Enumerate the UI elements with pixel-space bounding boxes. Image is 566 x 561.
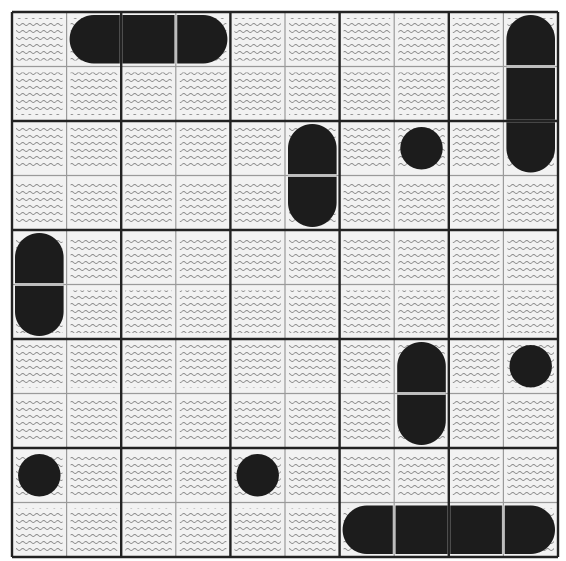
wave-texture xyxy=(180,509,227,552)
wave-texture xyxy=(71,73,118,116)
wave-texture xyxy=(71,509,118,552)
wave-texture xyxy=(16,18,63,61)
wave-texture xyxy=(16,400,63,443)
wave-texture xyxy=(71,291,118,334)
wave-texture xyxy=(71,345,118,388)
wave-texture xyxy=(453,345,500,388)
ship-body xyxy=(18,454,61,497)
wave-texture xyxy=(344,182,391,225)
wave-texture xyxy=(507,182,554,225)
wave-texture xyxy=(398,73,445,116)
wave-texture xyxy=(16,345,63,388)
wave-texture xyxy=(16,509,63,552)
wave-texture xyxy=(344,127,391,170)
wave-texture xyxy=(125,182,172,225)
wave-texture xyxy=(398,182,445,225)
wave-texture xyxy=(289,73,336,116)
wave-texture xyxy=(344,454,391,497)
wave-texture xyxy=(71,400,118,443)
wave-texture xyxy=(507,400,554,443)
wave-texture xyxy=(234,345,281,388)
wave-texture xyxy=(453,182,500,225)
wave-texture xyxy=(125,73,172,116)
wave-texture xyxy=(71,127,118,170)
wave-texture xyxy=(180,454,227,497)
wave-texture xyxy=(289,18,336,61)
wave-texture xyxy=(16,73,63,116)
wave-texture xyxy=(180,400,227,443)
wave-texture xyxy=(180,182,227,225)
wave-texture xyxy=(344,345,391,388)
wave-texture xyxy=(180,291,227,334)
ship-submarine xyxy=(18,454,61,497)
wave-texture xyxy=(344,291,391,334)
wave-texture xyxy=(453,400,500,443)
wave-texture xyxy=(125,236,172,279)
ship-body xyxy=(70,15,228,64)
ship-body xyxy=(400,127,443,170)
ship-vertical-3 xyxy=(506,15,555,173)
ship-body xyxy=(506,15,555,173)
wave-texture xyxy=(344,400,391,443)
wave-texture xyxy=(398,18,445,61)
wave-texture xyxy=(234,236,281,279)
wave-texture xyxy=(180,345,227,388)
wave-texture xyxy=(180,236,227,279)
wave-texture xyxy=(453,454,500,497)
wave-texture xyxy=(125,400,172,443)
wave-texture xyxy=(507,236,554,279)
wave-texture xyxy=(234,73,281,116)
wave-texture xyxy=(16,182,63,225)
ship-body xyxy=(509,345,552,388)
wave-texture xyxy=(16,127,63,170)
wave-texture xyxy=(234,509,281,552)
wave-texture xyxy=(453,236,500,279)
wave-texture xyxy=(234,18,281,61)
wave-texture xyxy=(398,291,445,334)
wave-texture xyxy=(398,236,445,279)
wave-texture xyxy=(180,73,227,116)
wave-texture xyxy=(507,291,554,334)
wave-texture xyxy=(180,127,227,170)
wave-texture xyxy=(507,454,554,497)
wave-texture xyxy=(289,400,336,443)
wave-texture xyxy=(125,345,172,388)
wave-texture xyxy=(71,236,118,279)
wave-texture xyxy=(234,127,281,170)
ship-submarine xyxy=(400,127,443,170)
wave-texture xyxy=(453,127,500,170)
wave-texture xyxy=(289,509,336,552)
wave-texture xyxy=(289,345,336,388)
wave-texture xyxy=(125,127,172,170)
wave-texture xyxy=(71,454,118,497)
wave-texture xyxy=(289,291,336,334)
wave-texture xyxy=(289,454,336,497)
wave-texture xyxy=(344,18,391,61)
wave-texture xyxy=(453,73,500,116)
wave-texture xyxy=(234,291,281,334)
wave-texture xyxy=(125,454,172,497)
wave-texture xyxy=(289,236,336,279)
ship-horizontal-3 xyxy=(70,15,228,64)
wave-texture xyxy=(234,182,281,225)
wave-texture xyxy=(125,509,172,552)
wave-texture xyxy=(125,291,172,334)
wave-texture xyxy=(71,182,118,225)
wave-texture xyxy=(344,73,391,116)
ship-vertical-2 xyxy=(15,233,64,336)
wave-texture xyxy=(234,400,281,443)
ship-vertical-2 xyxy=(397,342,446,445)
ship-vertical-2 xyxy=(288,124,337,227)
wave-texture xyxy=(398,454,445,497)
ship-body xyxy=(236,454,279,497)
ship-submarine xyxy=(236,454,279,497)
ship-submarine xyxy=(509,345,552,388)
wave-texture xyxy=(344,236,391,279)
wave-texture xyxy=(453,18,500,61)
wave-texture xyxy=(453,291,500,334)
